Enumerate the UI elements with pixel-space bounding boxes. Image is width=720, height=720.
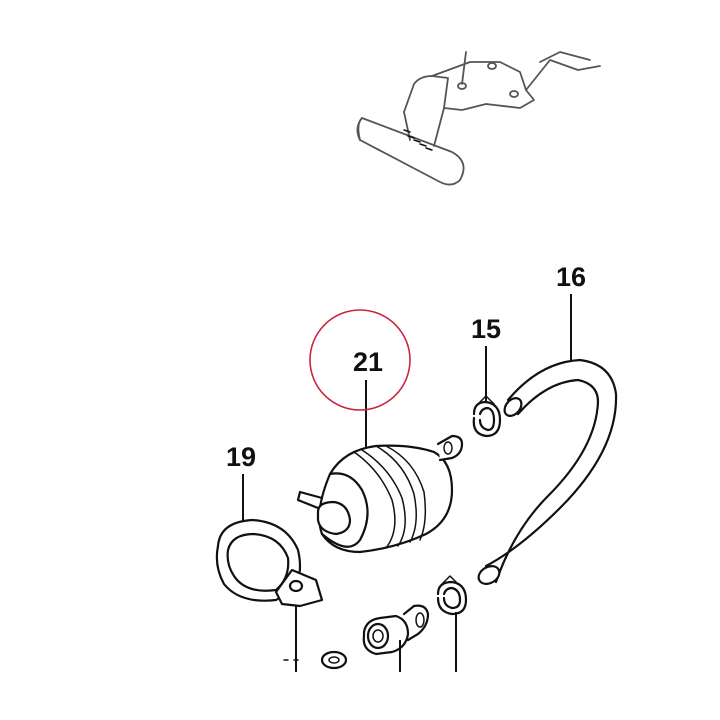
mounting-bracket — [356, 51, 601, 186]
fuel-filter — [296, 434, 464, 554]
leader-lines — [242, 294, 572, 672]
callout-16: 16 — [556, 262, 586, 292]
callout-15: 15 — [471, 314, 501, 344]
fuel-hose — [477, 358, 618, 585]
hose-clamp-lower — [436, 575, 468, 616]
callout-21: 21 — [353, 347, 383, 377]
callout-19: 19 — [226, 442, 256, 472]
highlight-circle — [309, 309, 411, 411]
strap-clamp — [215, 518, 324, 608]
hose-fittings — [283, 604, 430, 670]
